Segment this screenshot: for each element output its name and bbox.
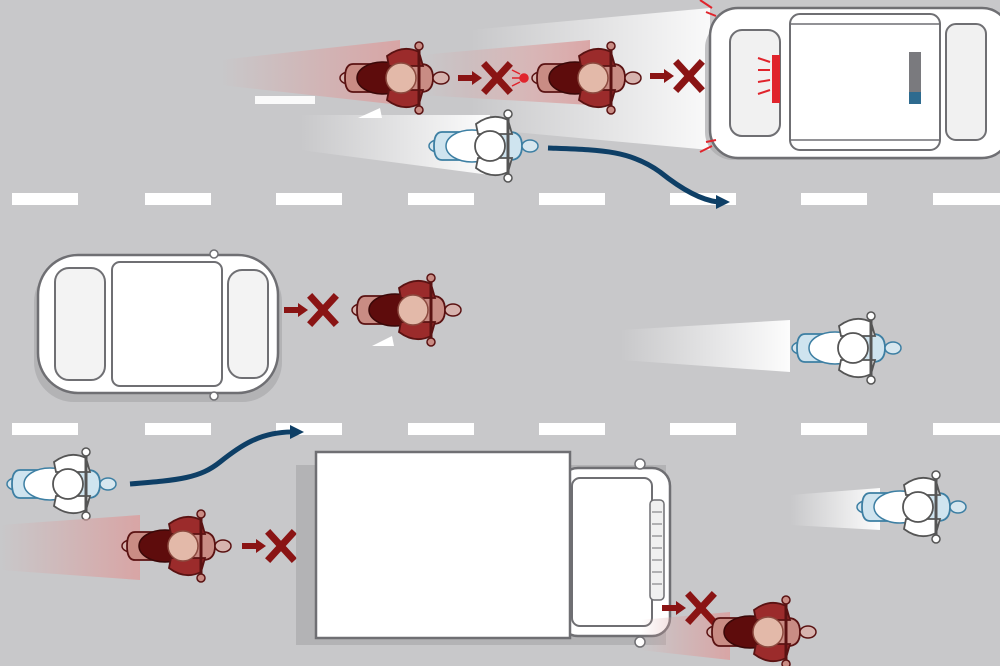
path-arrow-head [290, 425, 304, 439]
light-streak [358, 108, 382, 118]
lane-marking-lower [12, 423, 1000, 435]
path-arrow [129, 429, 293, 487]
car-braking [705, 6, 1000, 160]
light-streak [255, 96, 315, 104]
path-arrow [547, 145, 719, 205]
red-trail [640, 612, 730, 660]
white-trail [620, 320, 790, 372]
white-trail [790, 488, 880, 530]
brake-light-rays [699, 0, 771, 153]
car-middle [34, 249, 282, 402]
box-truck [296, 450, 672, 648]
light-streak [372, 336, 394, 346]
brake-light-rays [511, 69, 529, 87]
path-arrow-head [716, 195, 730, 209]
red-trail [0, 515, 140, 580]
